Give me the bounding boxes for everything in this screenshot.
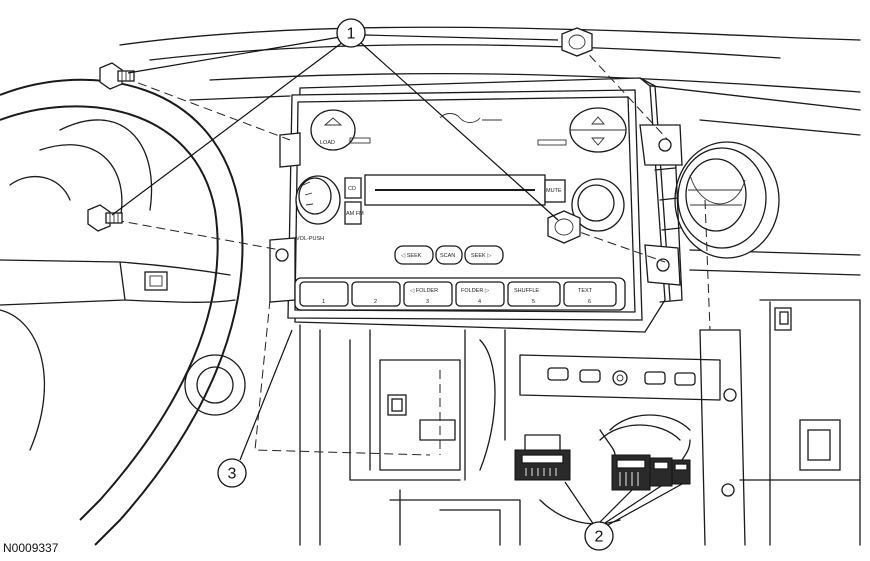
callout-1-number: 1	[347, 26, 356, 43]
label-shuffle: SHUFFLE	[514, 288, 539, 294]
dashboard-background	[119, 26, 861, 546]
callout-2-number: 2	[595, 529, 604, 546]
label-seek-up: SEEK ▷	[471, 253, 492, 259]
connector-small-a	[649, 457, 673, 487]
label-preset-5: 5	[532, 299, 535, 305]
air-vent	[674, 141, 780, 259]
label-preset-3: 3	[426, 299, 429, 305]
alignment-lines	[114, 44, 711, 456]
label-am-fm: AM FM	[346, 211, 364, 217]
label-preset-4: 4	[478, 299, 481, 305]
label-text: TEXT	[578, 288, 593, 294]
callout-leaders	[111, 34, 683, 526]
label-cd: CD	[348, 186, 356, 192]
callout-3: 3	[217, 458, 247, 488]
bolt-upper-left	[99, 62, 135, 90]
label-load: LOAD	[320, 140, 335, 146]
label-preset-6: 6	[588, 299, 591, 305]
preset-buttons: 1 2 ◁ FOLDER 3 FOLDER ▷ 4 SHUFFLE 5 TEXT…	[299, 281, 617, 307]
label-mute: MUTE	[546, 188, 562, 194]
figure-id-label: N0009337	[3, 541, 59, 555]
label-folder-up: FOLDER ▷	[461, 288, 490, 294]
callout-3-number: 3	[228, 466, 237, 483]
callout-1: 1	[336, 18, 366, 48]
radio-fasteners	[87, 27, 593, 244]
connector-small-b	[671, 459, 691, 485]
label-folder-down: ◁ FOLDER	[410, 288, 438, 294]
label-scan: SCAN	[440, 253, 455, 259]
label-preset-2: 2	[374, 299, 377, 305]
nut-upper-right	[561, 27, 593, 57]
electrical-connectors	[514, 429, 691, 491]
bolt-mid-left	[87, 204, 123, 232]
connector-medium	[611, 454, 651, 491]
label-seek-down: ◁ SEEK	[401, 253, 422, 259]
callout-2: 2	[584, 521, 614, 551]
steering-wheel	[0, 78, 246, 546]
connector-large	[514, 434, 571, 481]
label-vol-push: VOL-PUSH	[296, 236, 324, 242]
radio-unit: LOAD CD AM FM MUTE VOL-PUSH ◁ SEEK	[269, 77, 683, 333]
label-preset-1: 1	[322, 299, 325, 305]
